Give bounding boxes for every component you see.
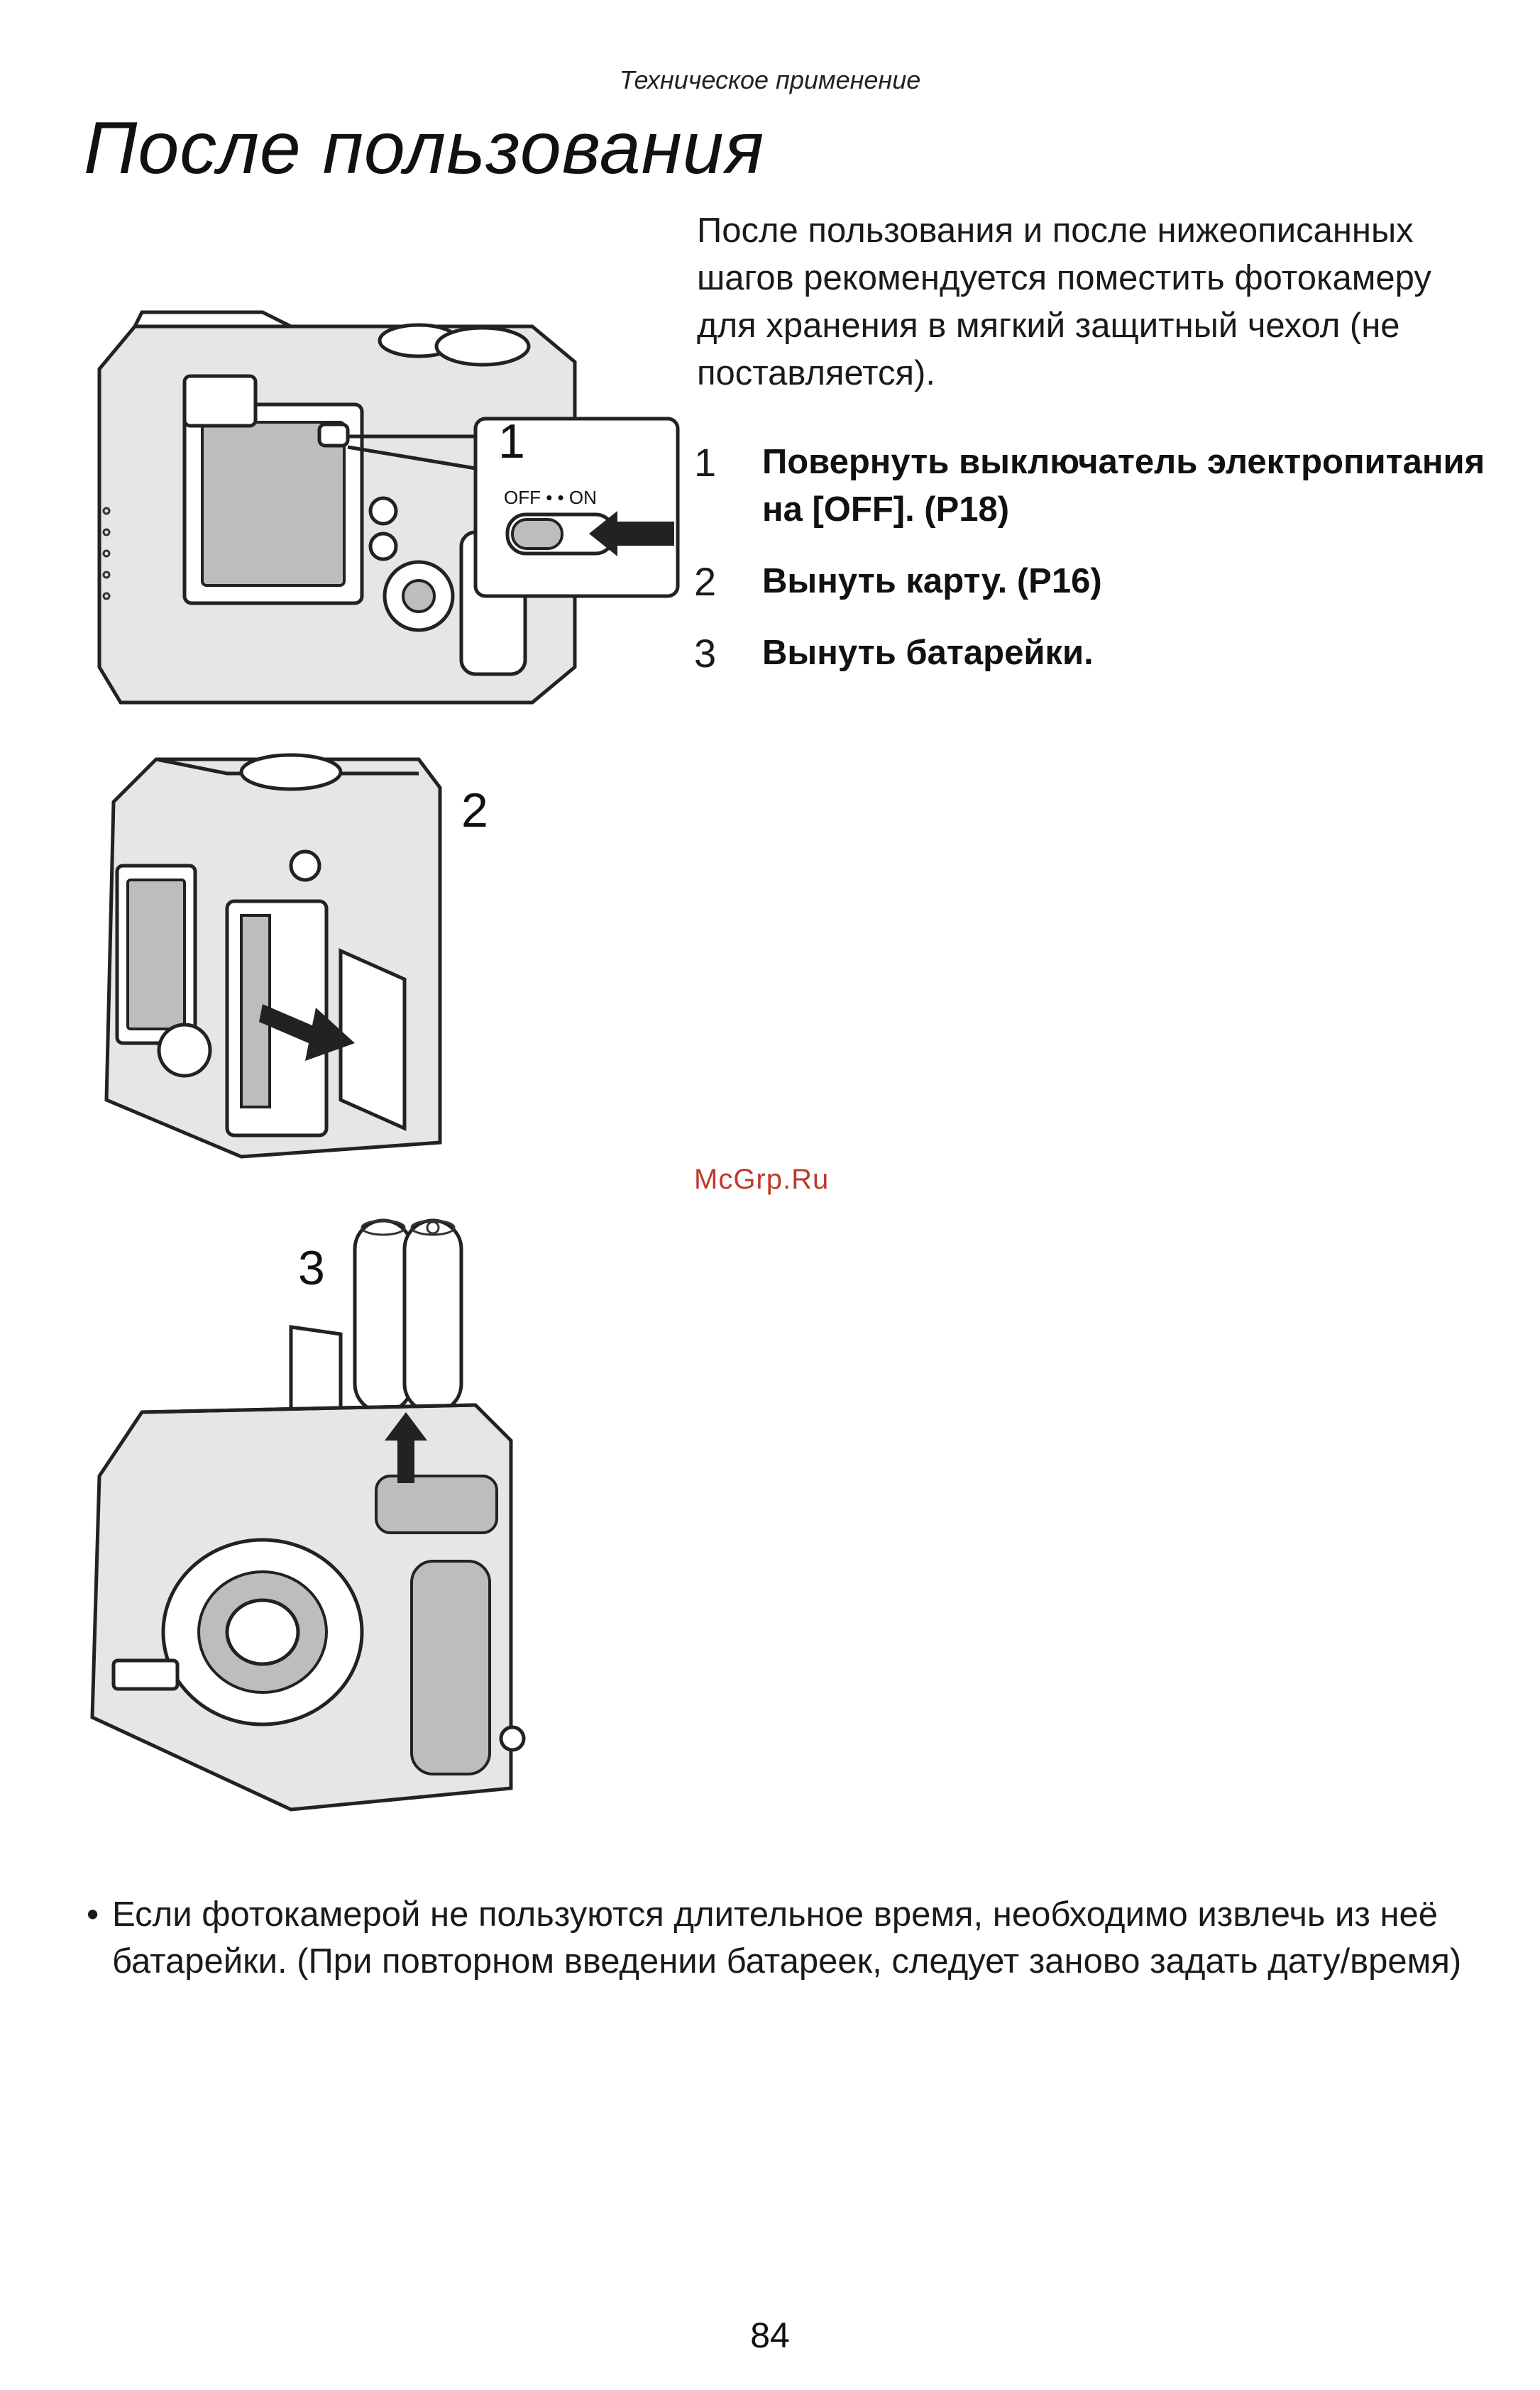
figure-card-removal: 2 <box>104 753 488 1159</box>
header-caption: Техническое применение <box>619 65 921 94</box>
power-switch-callout <box>347 417 680 598</box>
figure-1-label: 1 <box>498 414 525 468</box>
battery-illustration <box>353 1218 463 1414</box>
step-text: Вынуть карту. (P16) <box>762 562 1102 600</box>
step-text: Повернуть выключатель электропитания на … <box>762 443 1485 529</box>
step-number: 2 <box>694 559 717 604</box>
page-number: 84 <box>750 2315 790 2355</box>
figure-camera-power-switch: 1 OFF • • ON <box>97 310 680 705</box>
figure-3-label: 3 <box>298 1241 325 1295</box>
note-paragraph: • Если фотокамерой не пользуются длитель… <box>87 1891 1478 1985</box>
camera-battery-compartment-illustration <box>90 1325 526 1812</box>
step-item-2: 2 Вынуть карту. (P16) <box>694 558 1510 605</box>
step-number: 1 <box>694 440 717 485</box>
figure-battery-removal: 3 <box>90 1218 526 1812</box>
step-number: 3 <box>694 631 717 676</box>
step-text: Вынуть батарейки. <box>762 634 1094 672</box>
bullet-icon: • <box>87 1895 99 1934</box>
intro-paragraph: После пользования и после нижеописанных … <box>697 211 1431 392</box>
steps-list: 1 Повернуть выключатель электропитания н… <box>694 439 1510 701</box>
switch-label: OFF • • ON <box>504 487 597 508</box>
camera-card-slot-illustration <box>104 753 442 1159</box>
figure-2-label: 2 <box>461 783 488 837</box>
page-title: После пользования <box>84 107 765 189</box>
note-text: Если фотокамерой не пользуются длительно… <box>112 1895 1462 1981</box>
step-item-3: 3 Вынуть батарейки. <box>694 629 1510 677</box>
step-item-1: 1 Повернуть выключатель электропитания н… <box>694 439 1510 534</box>
watermark: McGrp.Ru <box>694 1164 830 1195</box>
camera-back-illustration <box>97 310 577 705</box>
